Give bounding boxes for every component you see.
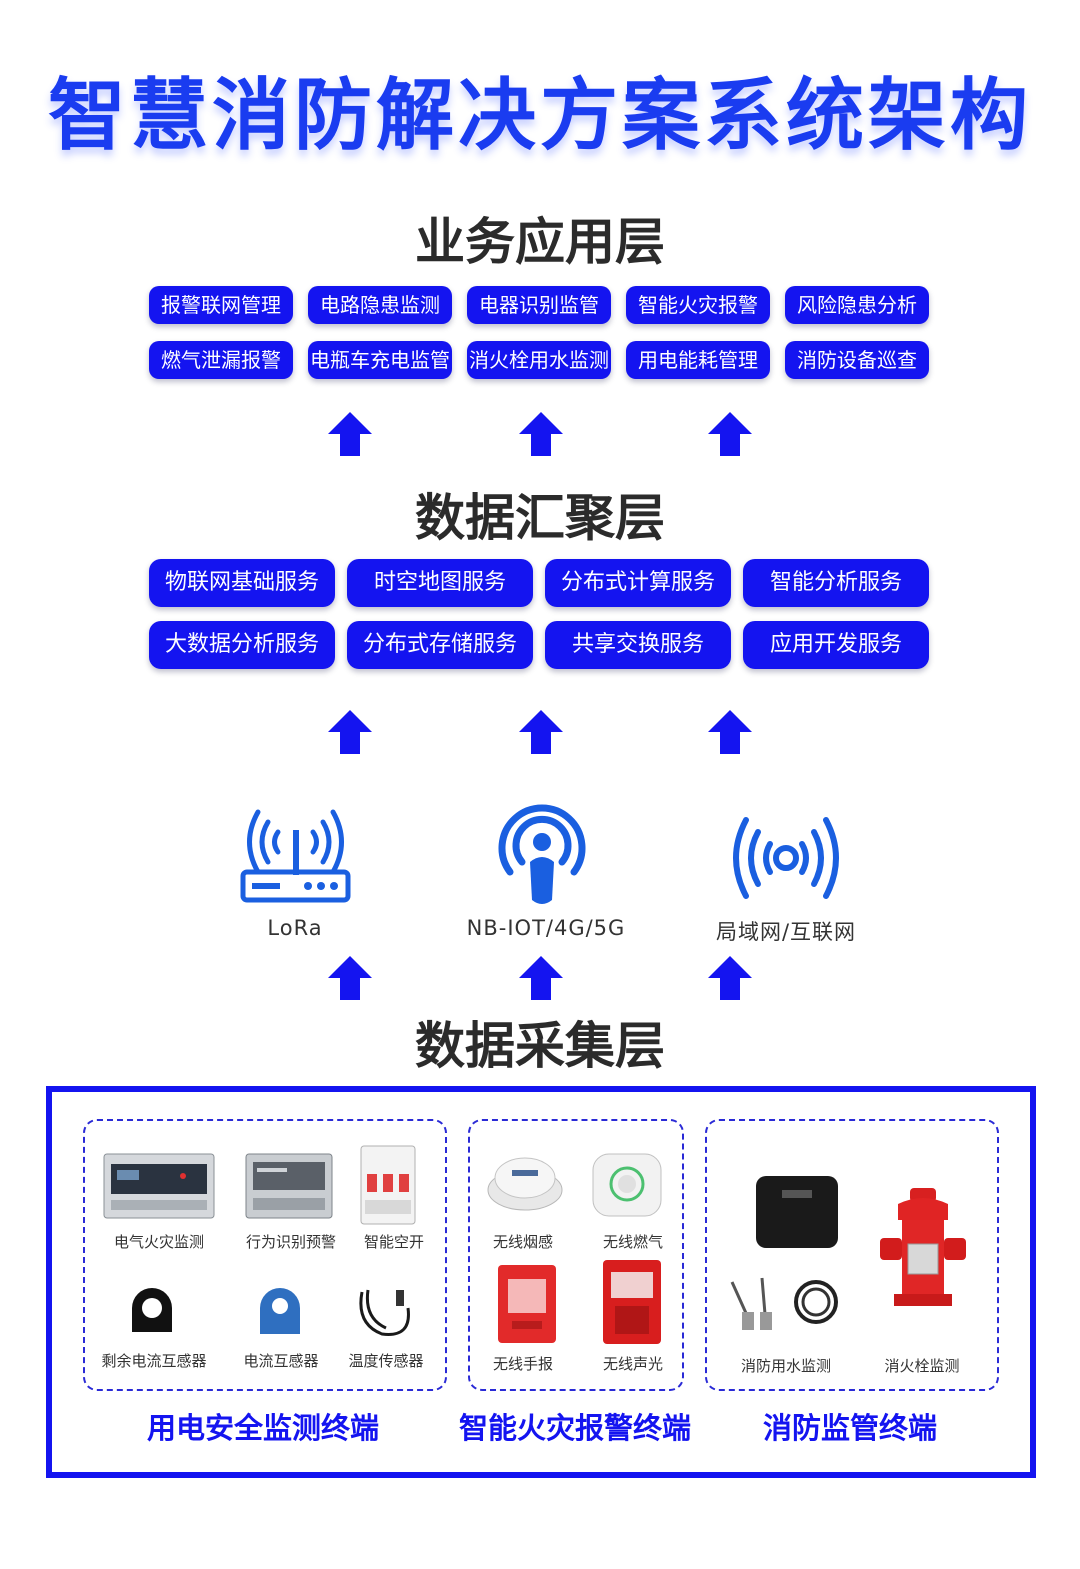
data-item: 时空地图服务 — [347, 559, 533, 607]
network-label-lora: LoRa — [267, 916, 323, 940]
electrical-fire-monitor-device — [103, 1153, 215, 1219]
group-title-supervision: 消防监管终端 — [762, 1411, 937, 1445]
device-label: 电流互感器 — [243, 1352, 319, 1370]
data-item: 分布式计算服务 — [545, 559, 731, 607]
smart-breaker-device — [360, 1145, 416, 1225]
device-label: 无线燃气 — [602, 1233, 663, 1251]
collection-frame — [46, 1086, 1036, 1478]
app-item: 电瓶车充电监管 — [308, 341, 452, 379]
app-item: 燃气泄漏报警 — [149, 341, 293, 379]
up-arrow-icon — [328, 710, 372, 754]
device-label: 剩余电流互感器 — [101, 1352, 207, 1370]
data-item: 大数据分析服务 — [149, 621, 335, 669]
app-item: 电路隐患监测 — [308, 286, 452, 324]
up-arrow-icon — [328, 956, 372, 1000]
up-arrow-icon — [519, 412, 563, 456]
residual-current-transformer-device — [132, 1288, 172, 1332]
wireless-manual-alarm-device — [498, 1265, 556, 1343]
up-arrow-icon — [708, 412, 752, 456]
device-label: 无线手报 — [492, 1355, 553, 1373]
wireless-smoke-detector-device — [487, 1157, 563, 1211]
device-label: 无线烟感 — [492, 1233, 553, 1251]
wireless-gas-detector-device — [592, 1153, 662, 1217]
device-label: 消防用水监测 — [740, 1357, 831, 1375]
app-item: 智能火灾报警 — [626, 286, 770, 324]
app-item: 消火栓用水监测 — [467, 341, 611, 379]
up-arrow-icon — [519, 956, 563, 1000]
behavior-warning-device — [245, 1153, 333, 1219]
device-label: 温度传感器 — [348, 1352, 424, 1370]
up-arrow-icon — [708, 956, 752, 1000]
network-label-nbiot: NB-IOT/4G/5G — [466, 916, 626, 940]
up-arrow-icon — [328, 412, 372, 456]
network-label-lan: 局域网/互联网 — [715, 920, 857, 944]
data-item: 智能分析服务 — [743, 559, 929, 607]
data-item: 物联网基础服务 — [149, 559, 335, 607]
device-label: 智能空开 — [363, 1233, 424, 1251]
application-layer-title: 业务应用层 — [415, 213, 665, 271]
group-supervision-box — [705, 1119, 999, 1391]
current-transformer-device — [260, 1288, 300, 1334]
collection-layer-title: 数据采集层 — [415, 1017, 665, 1075]
app-item: 风险隐患分析 — [785, 286, 929, 324]
up-arrow-icon — [519, 710, 563, 754]
signal-person-icon — [498, 804, 586, 904]
group-title-fire-alarm: 智能火灾报警终端 — [458, 1411, 691, 1445]
device-label: 行为识别预警 — [245, 1233, 336, 1251]
temperature-sensor-device — [359, 1289, 410, 1336]
pressure-sensors-device — [730, 1277, 838, 1330]
group-electrical-box — [83, 1119, 447, 1391]
data-item: 共享交换服务 — [545, 621, 731, 669]
fire-hydrant-device — [880, 1188, 966, 1306]
data-item: 应用开发服务 — [743, 621, 929, 669]
wireless-sound-light-alarm-device — [603, 1260, 661, 1344]
device-label: 消火栓监测 — [884, 1357, 960, 1375]
device-label: 无线声光 — [602, 1355, 663, 1373]
router-icon — [240, 809, 351, 903]
app-item: 报警联网管理 — [149, 286, 293, 324]
data-layer-title: 数据汇聚层 — [415, 489, 665, 547]
app-item: 消防设备巡查 — [785, 341, 929, 379]
app-item: 用电能耗管理 — [626, 341, 770, 379]
app-item: 电器识别监管 — [467, 286, 611, 324]
main-title: 智慧消防解决方案系统架构 — [47, 71, 1032, 161]
group-fire-alarm-box — [468, 1119, 684, 1391]
wireless-icon — [733, 817, 839, 899]
group-title-electrical: 用电安全监测终端 — [146, 1411, 379, 1445]
data-item: 分布式存储服务 — [347, 621, 533, 669]
device-label: 电气火灾监测 — [113, 1233, 204, 1251]
fire-water-monitor-box-device — [756, 1176, 838, 1248]
up-arrow-icon — [708, 710, 752, 754]
